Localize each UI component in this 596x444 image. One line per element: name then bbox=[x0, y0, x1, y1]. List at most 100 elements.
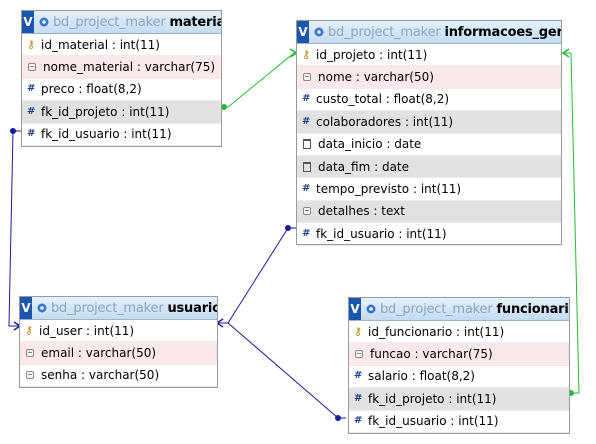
relation-line-materiais-projeto[interactable] bbox=[222, 52, 298, 108]
hash-icon: # bbox=[302, 227, 311, 239]
relation-line-funcionarios-usuario[interactable] bbox=[227, 322, 346, 419]
relation-line-materiais-usuario[interactable] bbox=[8, 130, 22, 327]
table-name: informacoes_gerais bbox=[444, 24, 561, 40]
database-name: bd_project_maker bbox=[328, 24, 441, 40]
text-icon bbox=[303, 73, 311, 82]
field-row[interactable]: nome_material : varchar(75) bbox=[22, 56, 221, 79]
database-name: bd_project_maker bbox=[51, 300, 164, 316]
field-label: senha : varchar(50) bbox=[41, 368, 160, 383]
field-row[interactable]: # fk_id_projeto : int(11) bbox=[22, 101, 221, 124]
field-row[interactable]: # custo_total : float(8,2) bbox=[297, 89, 561, 112]
relation-line-funcionarios-projeto[interactable] bbox=[561, 52, 580, 394]
table-funcionarios[interactable]: V bd_project_maker funcionarios ⚷ id_func… bbox=[348, 297, 570, 434]
gear-icon bbox=[39, 17, 49, 27]
field-row[interactable]: senha : varchar(50) bbox=[20, 365, 217, 388]
field-label: custo_total : float(8,2) bbox=[316, 92, 450, 107]
field-label: funcao : varchar(75) bbox=[370, 347, 493, 362]
relation-arrow bbox=[561, 48, 570, 58]
database-name: bd_project_maker bbox=[53, 14, 166, 30]
field-label: fk_id_usuario : int(11) bbox=[316, 226, 447, 241]
relation-end-dot bbox=[10, 128, 16, 134]
gear-icon bbox=[366, 304, 376, 314]
table-informacoes-gerais[interactable]: V bd_project_maker informacoes_gerais ⚷ i… bbox=[296, 20, 562, 246]
field-label: fk_id_projeto : int(11) bbox=[41, 104, 170, 119]
hash-icon: # bbox=[27, 128, 36, 140]
toggle-badge[interactable]: V bbox=[349, 298, 361, 320]
hash-icon: # bbox=[27, 83, 36, 95]
toggle-badge[interactable]: V bbox=[20, 297, 32, 319]
calendar-icon bbox=[303, 161, 311, 172]
table-header[interactable]: V bd_project_maker informacoes_gerais bbox=[297, 21, 561, 44]
field-row[interactable]: detalhes : text bbox=[297, 200, 561, 224]
field-row[interactable]: # fk_id_usuario : int(11) bbox=[297, 223, 561, 246]
field-row[interactable]: ⚷ id_user : int(11) bbox=[20, 320, 217, 343]
table-header[interactable]: V bd_project_maker funcionarios bbox=[349, 298, 569, 321]
field-label: id_projeto : int(11) bbox=[316, 47, 428, 62]
calendar-icon bbox=[303, 139, 311, 150]
field-label: fk_id_usuario : int(11) bbox=[41, 127, 172, 142]
field-label: preco : float(8,2) bbox=[41, 82, 142, 97]
field-row[interactable]: # tempo_previsto : int(11) bbox=[297, 178, 561, 201]
field-label: id_user : int(11) bbox=[39, 323, 135, 338]
table-usuarios[interactable]: V bd_project_maker usuarios ⚷ id_user : i… bbox=[19, 296, 218, 388]
hash-icon: # bbox=[302, 93, 311, 105]
table-header[interactable]: V bd_project_maker materiais bbox=[22, 11, 221, 34]
hash-icon: # bbox=[354, 370, 363, 382]
text-icon bbox=[26, 349, 34, 358]
table-name: funcionarios bbox=[496, 301, 569, 317]
field-label: data_inicio : date bbox=[318, 137, 422, 152]
field-label: colaboradores : int(11) bbox=[316, 114, 454, 129]
toggle-badge[interactable]: V bbox=[297, 21, 309, 43]
field-label: detalhes : text bbox=[318, 204, 405, 219]
field-row[interactable]: nome : varchar(50) bbox=[297, 66, 561, 89]
hash-icon: # bbox=[354, 392, 363, 404]
database-name: bd_project_maker bbox=[380, 301, 493, 317]
field-label: nome : varchar(50) bbox=[318, 70, 434, 85]
table-materiais[interactable]: V bd_project_maker materiais ⚷ id_materia… bbox=[21, 10, 222, 147]
field-label: nome_material : varchar(75) bbox=[43, 60, 216, 75]
field-row[interactable]: # fk_id_usuario : int(11) bbox=[22, 124, 221, 146]
field-label: data_fim : date bbox=[318, 159, 410, 174]
field-row[interactable]: email : varchar(50) bbox=[20, 342, 217, 365]
relation-end-dot bbox=[221, 104, 227, 110]
field-row[interactable]: # colaboradores : int(11) bbox=[297, 111, 561, 134]
field-row[interactable]: # fk_id_projeto : int(11) bbox=[349, 388, 569, 411]
field-row[interactable]: ⚷ id_funcionario : int(11) bbox=[349, 321, 569, 344]
field-label: id_material : int(11) bbox=[41, 37, 160, 52]
field-row[interactable]: data_inicio : date bbox=[297, 134, 561, 156]
field-label: id_funcionario : int(11) bbox=[368, 324, 505, 339]
gear-icon bbox=[37, 303, 47, 313]
key-icon: ⚷ bbox=[354, 324, 363, 338]
key-icon: ⚷ bbox=[27, 37, 36, 51]
relation-end-dot bbox=[335, 415, 341, 421]
field-row[interactable]: data_fim : date bbox=[297, 155, 561, 179]
field-label: fk_id_usuario : int(11) bbox=[368, 414, 499, 429]
field-row[interactable]: # salario : float(8,2) bbox=[349, 366, 569, 389]
table-name: materiais bbox=[169, 14, 221, 30]
field-row[interactable]: # preco : float(8,2) bbox=[22, 79, 221, 102]
field-label: fk_id_projeto : int(11) bbox=[368, 391, 497, 406]
field-label: email : varchar(50) bbox=[41, 346, 157, 361]
toggle-badge[interactable]: V bbox=[22, 11, 34, 33]
field-row[interactable]: ⚷ id_material : int(11) bbox=[22, 34, 221, 57]
hash-icon: # bbox=[354, 415, 363, 427]
hash-icon: # bbox=[302, 115, 311, 127]
key-icon: ⚷ bbox=[25, 323, 34, 337]
text-icon bbox=[303, 207, 311, 216]
relation-line-projeto-usuario[interactable] bbox=[218, 227, 296, 324]
gear-icon bbox=[314, 27, 324, 37]
table-name: usuarios bbox=[167, 300, 217, 316]
field-row[interactable]: ⚷ id_projeto : int(11) bbox=[297, 44, 561, 67]
text-icon bbox=[26, 371, 34, 380]
field-row[interactable]: # fk_id_usuario : int(11) bbox=[349, 411, 569, 433]
field-row[interactable]: funcao : varchar(75) bbox=[349, 343, 569, 366]
key-icon: ⚷ bbox=[302, 47, 311, 61]
field-label: tempo_previsto : int(11) bbox=[316, 182, 462, 197]
relation-end-dot bbox=[285, 225, 291, 231]
text-icon bbox=[28, 63, 36, 72]
table-header[interactable]: V bd_project_maker usuarios bbox=[20, 297, 217, 320]
hash-icon: # bbox=[27, 105, 36, 117]
hash-icon: # bbox=[302, 183, 311, 195]
field-label: salario : float(8,2) bbox=[368, 369, 475, 384]
